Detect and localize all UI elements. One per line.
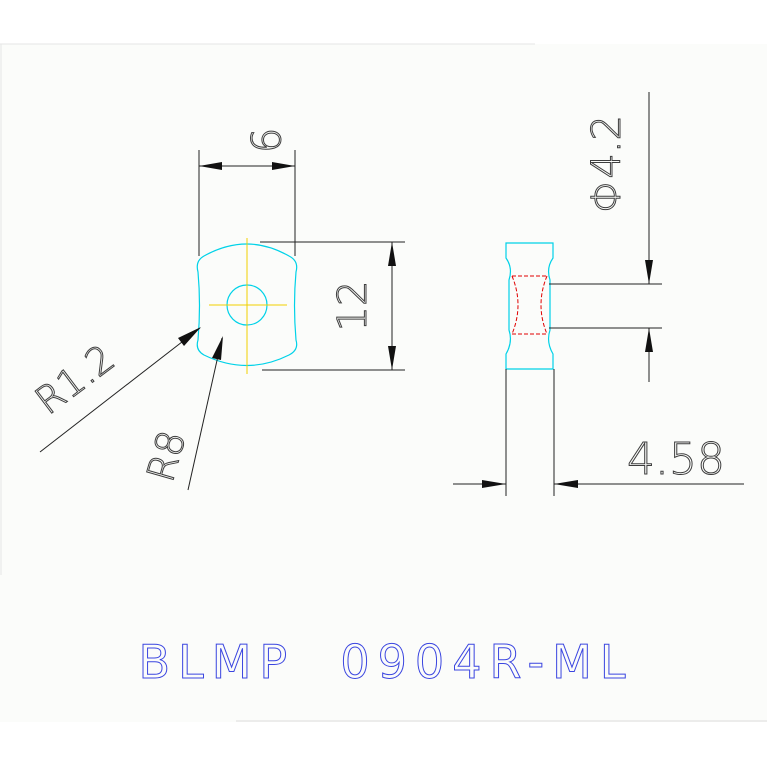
side-view-outline [505, 242, 554, 370]
front-view [196, 238, 298, 374]
dimension-thickness: 4.58 [453, 369, 744, 496]
dimension-height-label: 12 [330, 281, 376, 332]
thickness-label: 4.58 [627, 434, 725, 485]
drawing-sheet [0, 44, 767, 722]
drawing-title: BLMP 0904R-ML [139, 635, 634, 689]
dimension-width-label: 9 [241, 127, 287, 152]
insert-outline [196, 243, 298, 367]
dimension-height: 12 [260, 241, 405, 371]
dimension-width: 9 [198, 127, 296, 256]
dimension-hole-diameter: Φ4.2 [549, 92, 662, 382]
hole-diameter-label: Φ4.2 [584, 115, 630, 213]
side-view [505, 242, 554, 370]
